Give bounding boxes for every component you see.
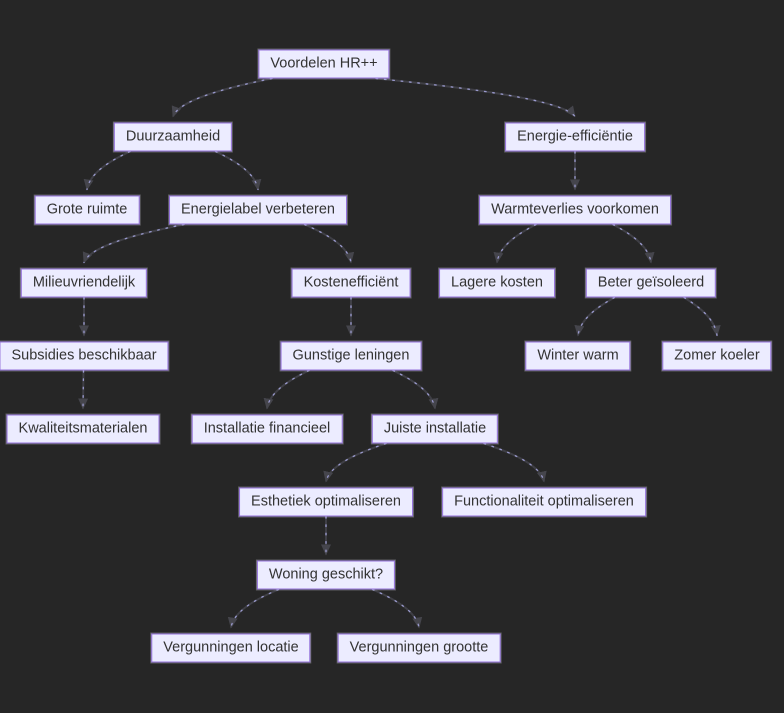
edge-woning-geschikt-to-vergunningen-grootte [372,588,423,629]
edge-dots-woning-geschikt-to-vergunningen-grootte [371,588,420,629]
edge-gunstige-leningen-to-juiste-installatie [392,369,439,410]
node-kwaliteitsmaterialen: Kwaliteitsmaterialen [6,414,160,444]
edge-dots-energielabel-to-kostenefficient [303,223,352,264]
node-lagere-kosten: Lagere kosten [439,268,555,298]
edge-juiste-installatie-to-esthetiek [323,442,387,483]
edge-energielabel-to-kostenefficient [304,223,355,264]
edge-dots-subsidies-to-kwaliteitsmaterialen [82,369,85,410]
node-esthetiek: Esthetiek optimaliseren [239,487,413,517]
node-energielabel: Energielabel verbeteren [169,195,347,225]
edge-root-to-duurzaamheid [171,77,273,118]
edge-dots-beter-geisoleerd-to-zomer-koeler [683,296,718,337]
edge-dots-juiste-installatie-to-functionaliteit [483,442,545,483]
node-energie-efficientie: Energie-efficiëntie [505,122,645,152]
edge-dots-gunstige-leningen-to-installatie-financieel [266,369,310,410]
node-root: Voordelen HR++ [258,49,390,79]
node-woning-geschikt: Woning geschikt? [256,560,396,590]
node-kostenefficient: Kostenefficiënt [291,268,411,298]
edge-juiste-installatie-to-functionaliteit [483,442,547,483]
node-warmteverlies: Warmteverlies voorkomen [479,195,671,225]
edge-root-to-energie-efficientie [375,77,576,118]
node-vergunningen-locatie: Vergunningen locatie [151,633,311,663]
edge-dots-woning-geschikt-to-vergunningen-locatie [230,588,280,629]
node-installatie-financieel: Installatie financieel [191,414,343,444]
edge-dots-juiste-installatie-to-esthetiek [325,442,387,483]
edge-dots-warmteverlies-to-beter-geisoleerd [612,223,652,264]
edge-woning-geschikt-to-vergunningen-locatie [227,588,279,629]
node-duurzaamheid: Duurzaamheid [113,122,233,152]
edge-dots-warmteverlies-to-lagere-kosten [496,223,537,264]
edge-dots-duurzaamheid-to-energielabel [214,150,259,191]
node-beter-geisoleerd: Beter geïsoleerd [585,268,717,298]
edge-energielabel-to-milieuvriendelijk [82,223,185,264]
edge-warmteverlies-to-beter-geisoleerd [612,223,655,264]
edge-beter-geisoleerd-to-zomer-koeler [683,296,721,337]
edge-warmteverlies-to-lagere-kosten [493,223,537,264]
edge-beter-geisoleerd-to-winter-warm [574,296,615,337]
node-subsidies: Subsidies beschikbaar [0,341,169,371]
edge-gunstige-leningen-to-installatie-financieel [263,369,310,410]
edge-dots-duurzaamheid-to-grote-ruimte [86,150,131,191]
node-vergunningen-grootte: Vergunningen grootte [337,633,501,663]
node-winter-warm: Winter warm [525,341,631,371]
edge-dots-root-to-energie-efficientie [375,77,576,118]
edge-dots-energielabel-to-milieuvriendelijk [83,223,185,264]
edge-dots-root-to-duurzaamheid [172,77,273,118]
edges-group [78,77,721,629]
node-gunstige-leningen: Gunstige leningen [280,341,422,371]
node-juiste-installatie: Juiste installatie [371,414,499,444]
node-functionaliteit: Functionaliteit optimaliseren [442,487,646,517]
node-zomer-koeler: Zomer koeler [662,341,772,371]
node-grote-ruimte: Grote ruimte [34,195,140,225]
edge-duurzaamheid-to-energielabel [215,150,262,191]
edge-duurzaamheid-to-grote-ruimte [83,150,131,191]
edge-dots-beter-geisoleerd-to-winter-warm [577,296,616,337]
node-milieuvriendelijk: Milieuvriendelijk [20,268,148,298]
edge-dots-gunstige-leningen-to-juiste-installatie [392,369,436,410]
